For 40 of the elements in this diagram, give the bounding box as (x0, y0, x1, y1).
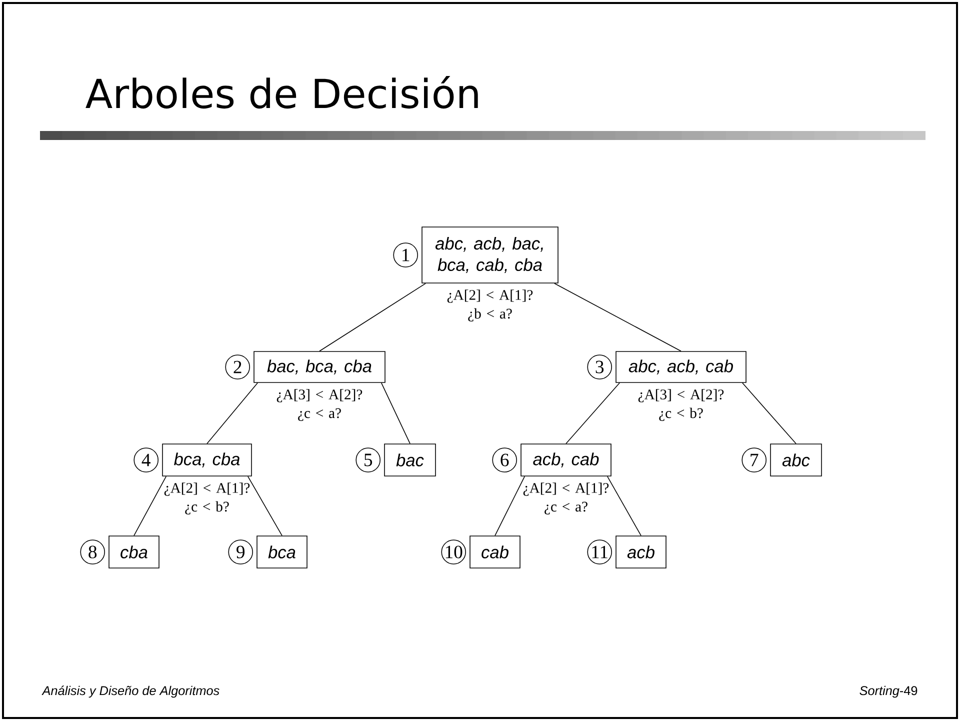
step-number: 7 (742, 448, 767, 472)
slide-title: Arboles de Decisión (86, 76, 478, 109)
state-box: abc (770, 444, 822, 476)
step-number: 3 (587, 354, 612, 380)
tree-branch (566, 382, 620, 444)
state-box: cab (470, 536, 520, 568)
step-number: 9 (228, 540, 253, 564)
state-box: acb, cab (520, 444, 612, 476)
state-box: bca (256, 536, 308, 568)
comparison-question: ¿A[3] < A[2]? ¿c < a? (276, 389, 362, 421)
comparison-question: ¿A[2] < A[1]? ¿c < b? (164, 482, 250, 514)
step-number: 10 (441, 540, 466, 564)
tree-branch (607, 476, 642, 536)
comparison-question: ¿A[2] < A[1]? ¿c < a? (523, 482, 609, 514)
page-number: Sorting-49 (860, 686, 918, 698)
step-number: 11 (587, 540, 612, 564)
tree-branch (742, 382, 796, 444)
state-box: bca, cba (162, 444, 252, 476)
state-box: acb (616, 536, 666, 568)
comparison-question: ¿A[2] < A[1]? ¿b < a? (447, 290, 533, 322)
tree-branch (494, 476, 525, 536)
step-number: 5 (356, 448, 381, 472)
footer-text: Análisis y Diseño de Algoritmos (42, 686, 220, 698)
tree-branch (381, 382, 410, 444)
step-number: 1 (393, 242, 418, 268)
state-box: bac, bca, cba (254, 351, 386, 383)
tree-branch (206, 382, 258, 444)
state-box: bac (384, 444, 436, 476)
step-number: 2 (225, 354, 250, 380)
step-number: 6 (492, 448, 517, 472)
tree-branch (554, 283, 682, 352)
tree-branch (248, 476, 282, 536)
state-box: abc, acb, bac, bca, cab, cba (422, 226, 558, 284)
state-box: cba (108, 536, 160, 568)
comparison-question: ¿A[3] < A[2]? ¿c < b? (638, 389, 724, 421)
tree-branch (134, 476, 166, 536)
state-box: abc, acb, cab (616, 351, 746, 383)
step-number: 8 (80, 540, 105, 564)
tree-branch (319, 283, 426, 352)
step-number: 4 (134, 448, 158, 472)
